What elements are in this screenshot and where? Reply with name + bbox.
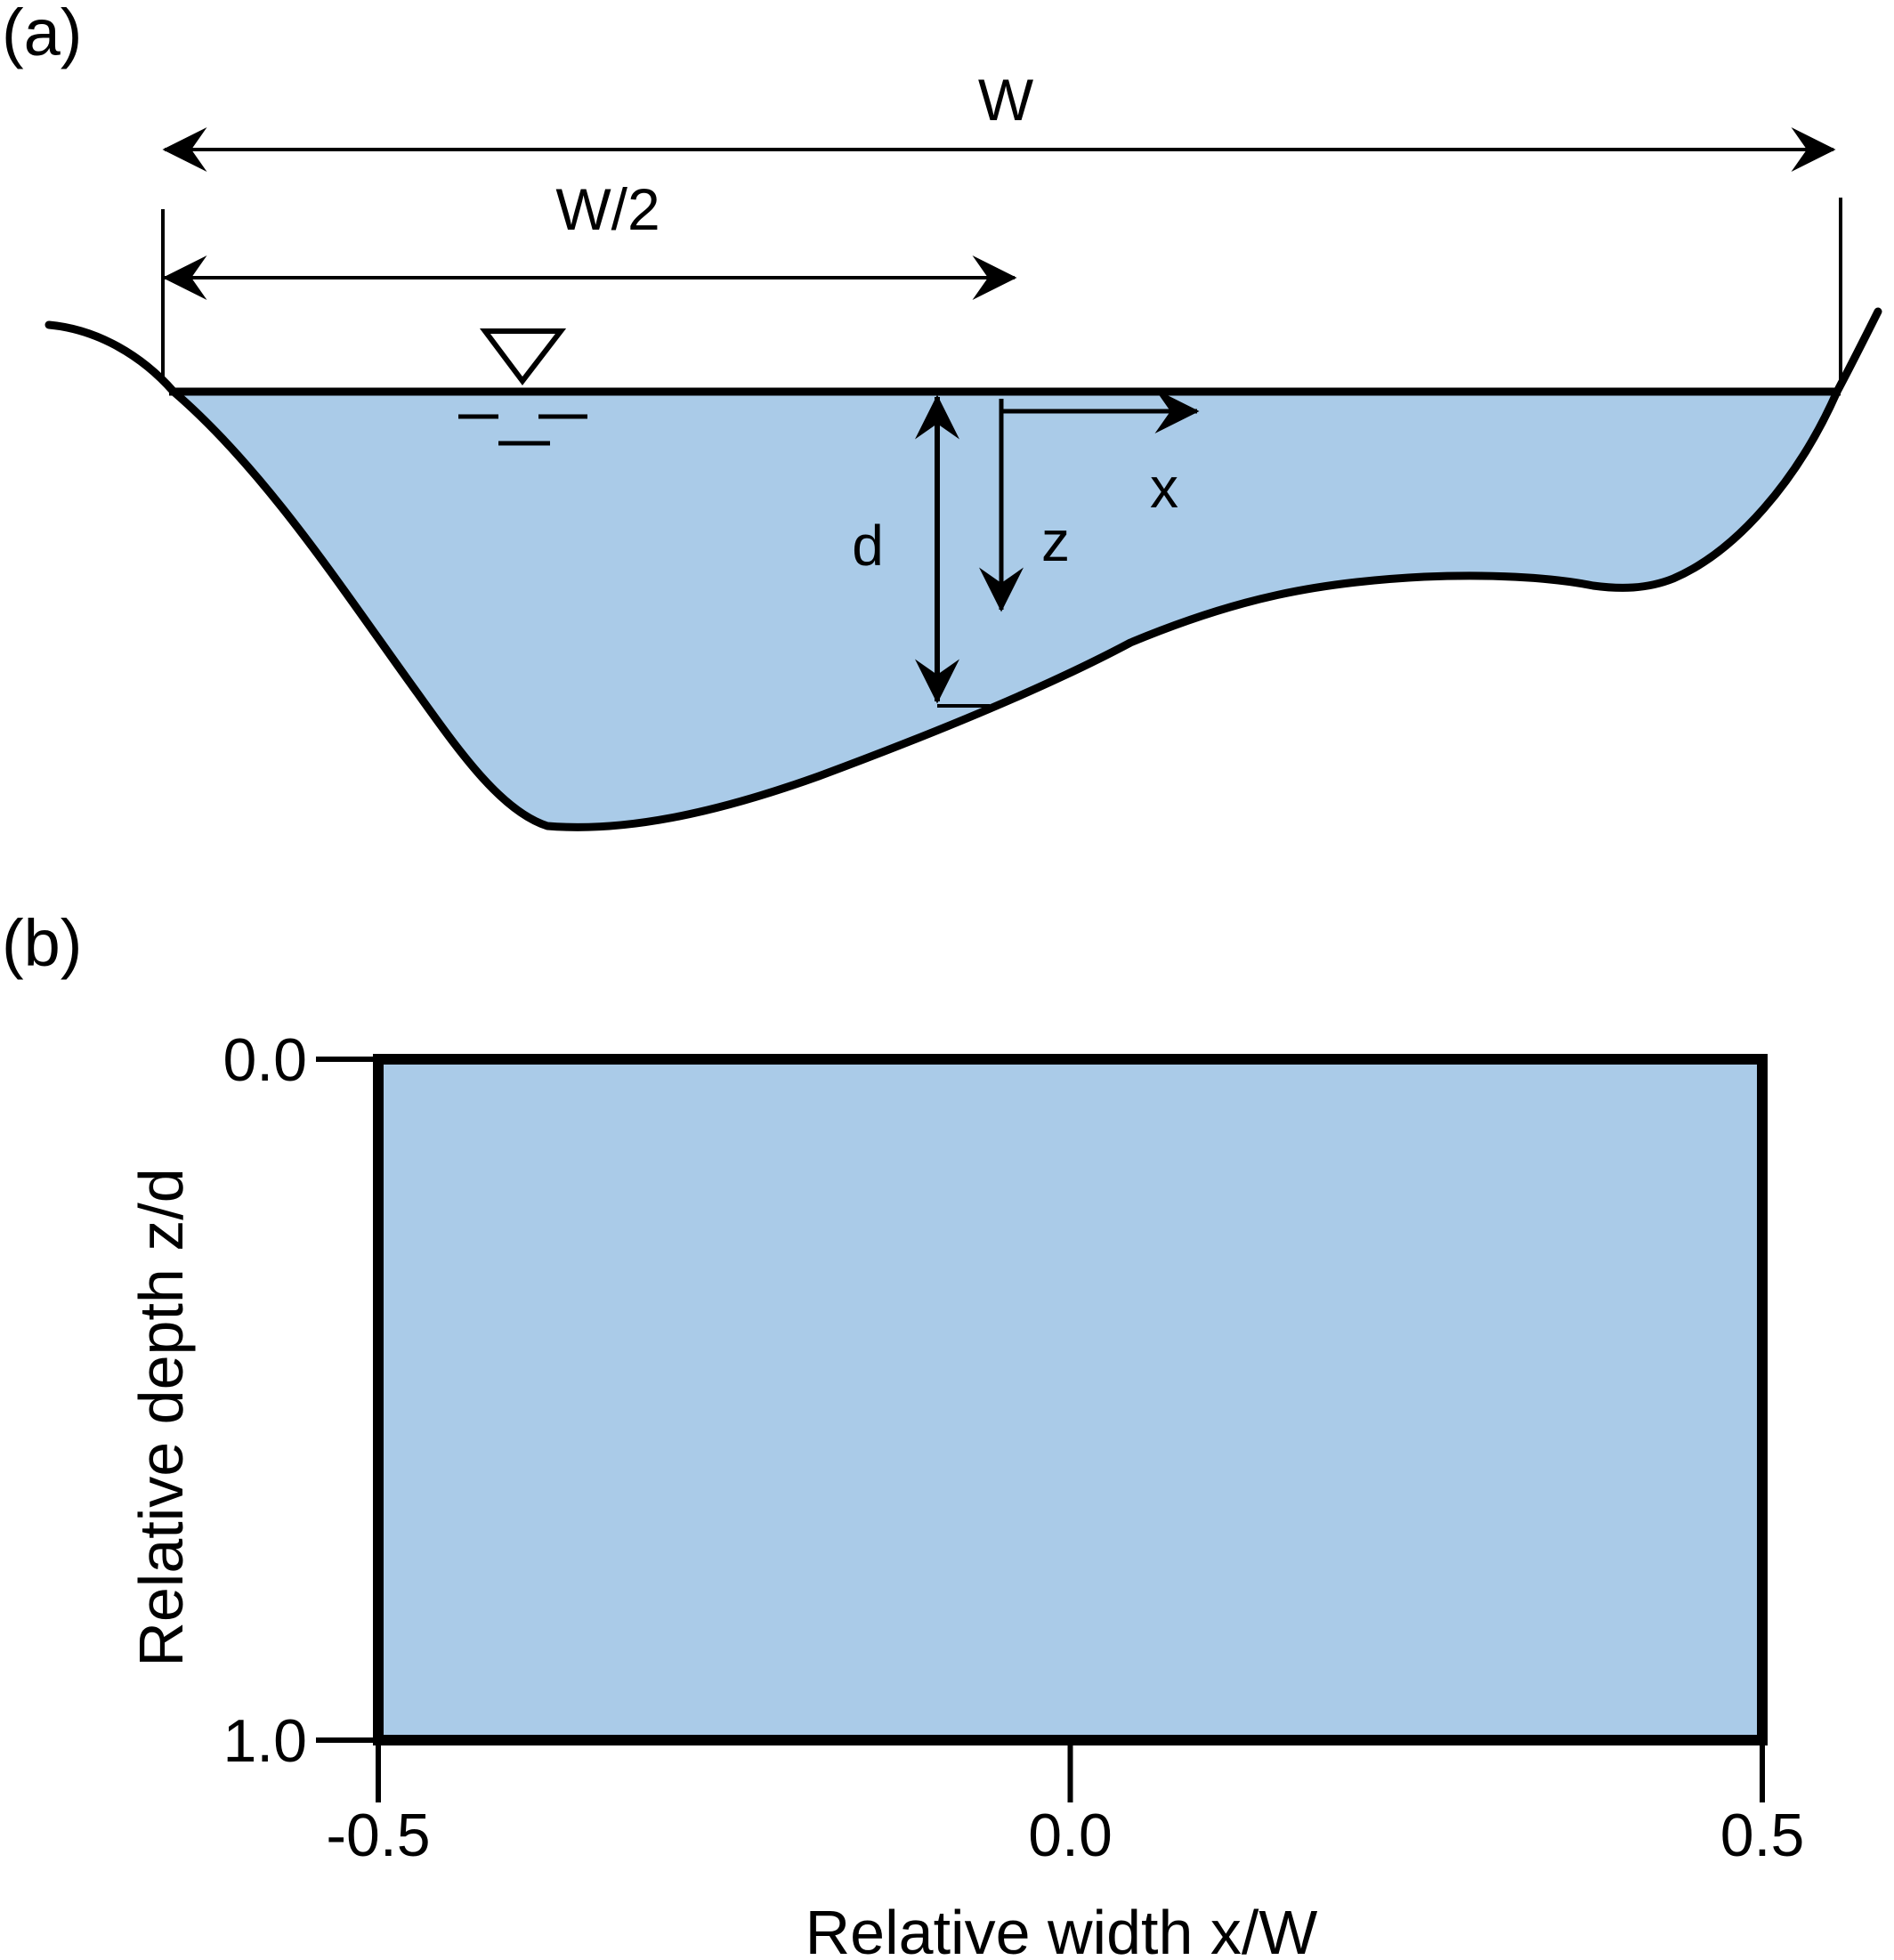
x-tick-label: -0.5 [326, 1802, 430, 1869]
y-tick-label: 0.0 [223, 1026, 307, 1094]
y-tick-label: 1.0 [223, 1707, 307, 1775]
x-axis-label: x [1150, 456, 1178, 520]
panel-b-label: (b) [2, 906, 82, 980]
depth-label: d [852, 514, 884, 578]
normalized-water-region [373, 1054, 1768, 1745]
x-tick-label: 0.5 [1720, 1802, 1805, 1869]
panel-a-cross-section: (a) W W/2 d x z [2, 0, 1882, 831]
width-label: W [978, 67, 1034, 133]
x-tick-label: 0.0 [1028, 1802, 1113, 1869]
x-axis-title: Relative width x/W [805, 1898, 1318, 1960]
y-axis-title: Relative depth z/d [126, 1168, 196, 1666]
half-width-label: W/2 [555, 176, 660, 242]
z-axis-label: z [1041, 509, 1070, 573]
water-body [174, 392, 1837, 828]
channel-bed-line [45, 307, 1882, 831]
water-surface-symbol-icon [458, 328, 587, 446]
panel-a-label: (a) [2, 0, 82, 69]
